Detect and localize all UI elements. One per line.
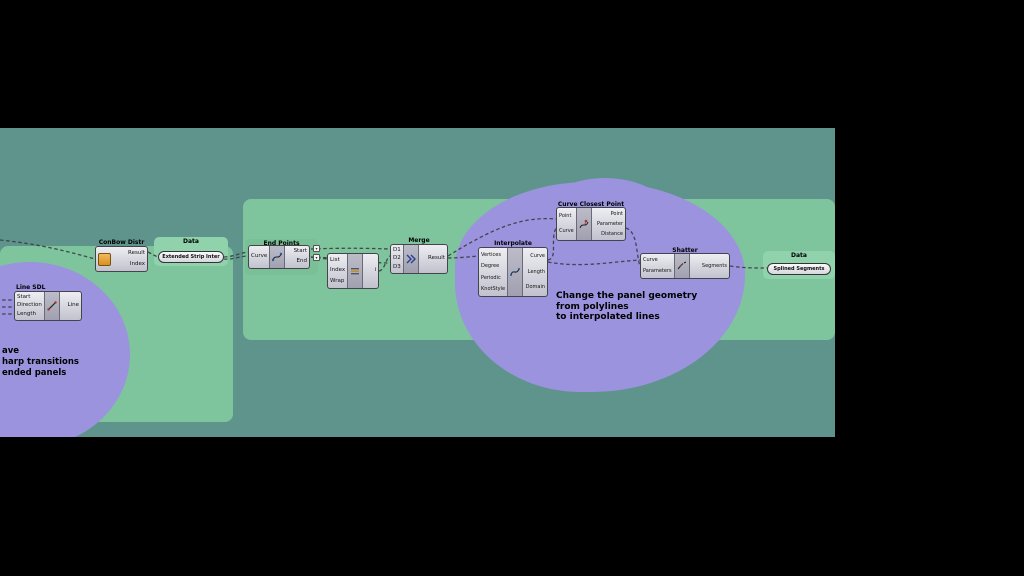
- interpolate-label: Interpolate: [494, 240, 532, 247]
- interpolate-component[interactable]: Vertices Degree Periodic KnotStyle Curve…: [478, 247, 548, 297]
- port-list[interactable]: List: [330, 256, 340, 263]
- left-annotation-line2: harp transitions: [2, 357, 79, 367]
- port-length[interactable]: Length: [17, 311, 36, 318]
- port-index[interactable]: Index: [129, 260, 145, 267]
- end-points-label: End Points: [263, 240, 300, 247]
- left-annotation-line1: ave: [2, 346, 20, 356]
- center-annotation-line2: from polylines: [556, 301, 629, 312]
- port-parameter-out[interactable]: Parameter: [596, 220, 623, 227]
- conbow-component[interactable]: Result Index: [95, 246, 148, 272]
- line-icon: [47, 301, 57, 311]
- list-item-icon: [351, 268, 360, 275]
- port-merge-result[interactable]: Result: [428, 255, 445, 262]
- port-segments[interactable]: Segments: [701, 262, 727, 269]
- port-index-in[interactable]: Index: [330, 267, 346, 274]
- graft-icon[interactable]: ▾: [313, 254, 320, 261]
- left-annotation-line3: ended panels: [2, 368, 67, 378]
- extended-strip-capsule[interactable]: Extended Strip Inter: [158, 251, 224, 263]
- port-d3[interactable]: D3: [393, 264, 401, 271]
- curve-closest-point-icon: [579, 219, 589, 229]
- curve-closest-point-component[interactable]: Point Curve Point Parameter Distance: [556, 207, 626, 241]
- port-curve-in[interactable]: Curve: [559, 228, 574, 235]
- port-curve-out[interactable]: Curve: [530, 253, 545, 260]
- merge-icon: [406, 254, 416, 264]
- port-line[interactable]: Line: [67, 302, 79, 309]
- port-distance-out[interactable]: Distance: [601, 230, 623, 237]
- port-end-out[interactable]: End: [296, 258, 307, 265]
- data-right-label: Data: [791, 252, 807, 259]
- node-canvas[interactable]: Line SDL Start Direction Length Line Con…: [0, 128, 835, 437]
- port-d2[interactable]: D2: [393, 255, 401, 262]
- shatter-label: Shatter: [672, 247, 698, 254]
- port-wrap[interactable]: Wrap: [330, 278, 345, 285]
- port-result[interactable]: Result: [128, 249, 145, 256]
- port-periodic[interactable]: Periodic: [481, 274, 501, 281]
- left-annotation: ave harp transitions ended panels: [2, 346, 79, 379]
- port-start[interactable]: Start: [17, 293, 31, 300]
- line-sdl-component[interactable]: Start Direction Length Line: [14, 291, 82, 321]
- data-left-label: Data: [183, 238, 199, 245]
- port-shatter-curve[interactable]: Curve: [643, 257, 658, 264]
- end-points-component[interactable]: Curve Start End: [248, 245, 310, 269]
- port-domain-out[interactable]: Domain: [525, 284, 545, 291]
- center-annotation: Change the panel geometry from polylines…: [556, 291, 697, 323]
- conbow-label: ConBow Distr: [98, 239, 145, 246]
- port-start-out[interactable]: Start: [293, 248, 307, 255]
- port-curve[interactable]: Curve: [251, 253, 268, 260]
- center-annotation-line3: to interpolated lines: [556, 312, 660, 322]
- port-vertices[interactable]: Vertices: [481, 251, 501, 258]
- port-knotstyle[interactable]: KnotStyle: [481, 286, 506, 292]
- port-length-out[interactable]: Length: [527, 268, 545, 275]
- flatten-icon[interactable]: ▾: [313, 245, 320, 252]
- list-item-component[interactable]: List Index Wrap i: [327, 253, 379, 289]
- conbow-icon: [98, 252, 111, 266]
- line-sdl-label: Line SDL: [16, 284, 46, 291]
- port-direction[interactable]: Direction: [17, 302, 42, 309]
- port-degree[interactable]: Degree: [481, 263, 500, 269]
- port-shatter-parameters[interactable]: Parameters: [643, 268, 672, 275]
- end-points-icon: [272, 252, 283, 262]
- interpolate-icon: [510, 268, 521, 276]
- port-point-out[interactable]: Point: [610, 210, 623, 217]
- merge-component[interactable]: D1 D2 D3 Result: [390, 244, 448, 274]
- merge-label: Merge: [408, 237, 430, 244]
- shatter-icon: [677, 261, 686, 270]
- shatter-component[interactable]: Curve Parameters Segments: [640, 253, 730, 279]
- port-item[interactable]: i: [374, 267, 376, 274]
- port-point-in[interactable]: Point: [559, 213, 572, 220]
- port-d1[interactable]: D1: [393, 246, 401, 253]
- splined-segments-capsule[interactable]: Splined Segments: [767, 263, 831, 275]
- center-annotation-line1: Change the panel geometry: [556, 291, 698, 301]
- curve-closest-point-label: Curve Closest Point: [557, 201, 625, 208]
